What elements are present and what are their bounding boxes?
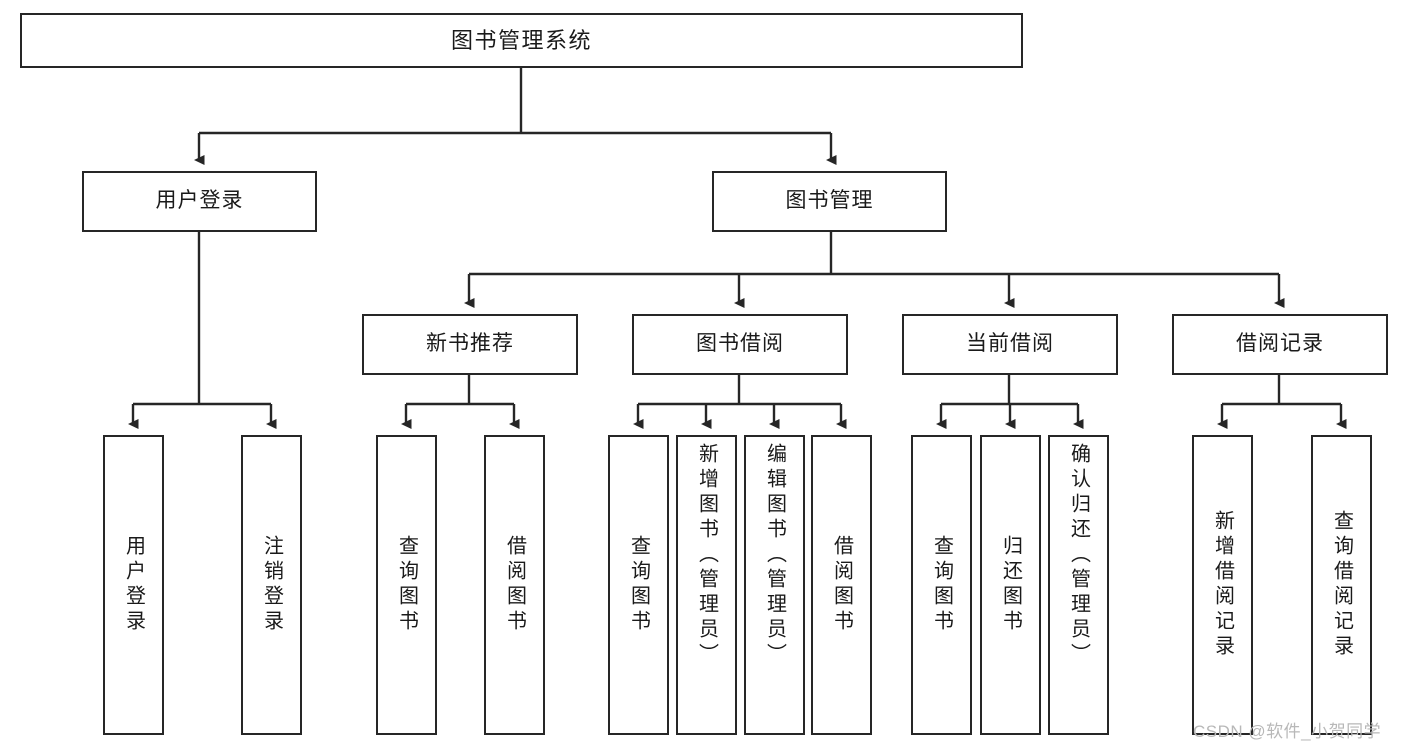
node-label: 新书推荐: [426, 332, 514, 356]
leaf-current-query-book[interactable]: 查询图书: [911, 435, 972, 735]
node-label: 图书借阅: [696, 332, 784, 356]
node-borrow-record[interactable]: 借阅记录: [1172, 314, 1388, 375]
node-label: 注销登录: [260, 535, 283, 635]
node-label: 编辑图书（管理员）: [763, 443, 786, 668]
csdn-watermark: CSDN @软件_小贺同学: [1193, 722, 1382, 741]
node-new-book-recommend[interactable]: 新书推荐: [362, 314, 578, 375]
node-label: 图书管理: [785, 189, 874, 213]
leaf-borrow-borrow-book[interactable]: 借阅图书: [811, 435, 872, 735]
leaf-borrow-add-book-admin[interactable]: 新增图书（管理员）: [676, 435, 737, 735]
leaf-user-login-login[interactable]: 用户登录: [103, 435, 164, 735]
node-label: 查询借阅记录: [1330, 510, 1353, 660]
node-label: 查询图书: [930, 535, 953, 635]
node-label: 图书管理系统: [450, 27, 592, 53]
node-book-borrow[interactable]: 图书借阅: [632, 314, 848, 375]
node-book-management[interactable]: 图书管理: [712, 171, 947, 232]
node-label: 新增图书（管理员）: [695, 443, 718, 668]
node-user-login[interactable]: 用户登录: [82, 171, 317, 232]
leaf-current-confirm-return-admin[interactable]: 确认归还（管理员）: [1048, 435, 1109, 735]
leaf-record-add-record[interactable]: 新增借阅记录: [1192, 435, 1253, 735]
node-current-borrow[interactable]: 当前借阅: [902, 314, 1118, 375]
leaf-recommend-query-book[interactable]: 查询图书: [376, 435, 437, 735]
leaf-user-login-logout[interactable]: 注销登录: [241, 435, 302, 735]
node-label: 查询图书: [395, 535, 418, 635]
node-label: 借阅记录: [1236, 332, 1324, 356]
node-label: 用户登录: [155, 189, 244, 213]
node-label: 当前借阅: [966, 332, 1054, 356]
node-label: 借阅图书: [503, 535, 526, 635]
node-label: 查询图书: [627, 535, 650, 635]
leaf-current-return-book[interactable]: 归还图书: [980, 435, 1041, 735]
node-label: 新增借阅记录: [1211, 510, 1234, 660]
node-label: 归还图书: [999, 535, 1022, 635]
node-label: 借阅图书: [830, 535, 853, 635]
leaf-borrow-edit-book-admin[interactable]: 编辑图书（管理员）: [744, 435, 805, 735]
node-label: 确认归还（管理员）: [1067, 443, 1090, 668]
node-root-book-management-system[interactable]: 图书管理系统: [20, 13, 1023, 68]
leaf-record-query-record[interactable]: 查询借阅记录: [1311, 435, 1372, 735]
leaf-recommend-borrow-book[interactable]: 借阅图书: [484, 435, 545, 735]
leaf-borrow-query-book[interactable]: 查询图书: [608, 435, 669, 735]
node-label: 用户登录: [122, 535, 145, 635]
